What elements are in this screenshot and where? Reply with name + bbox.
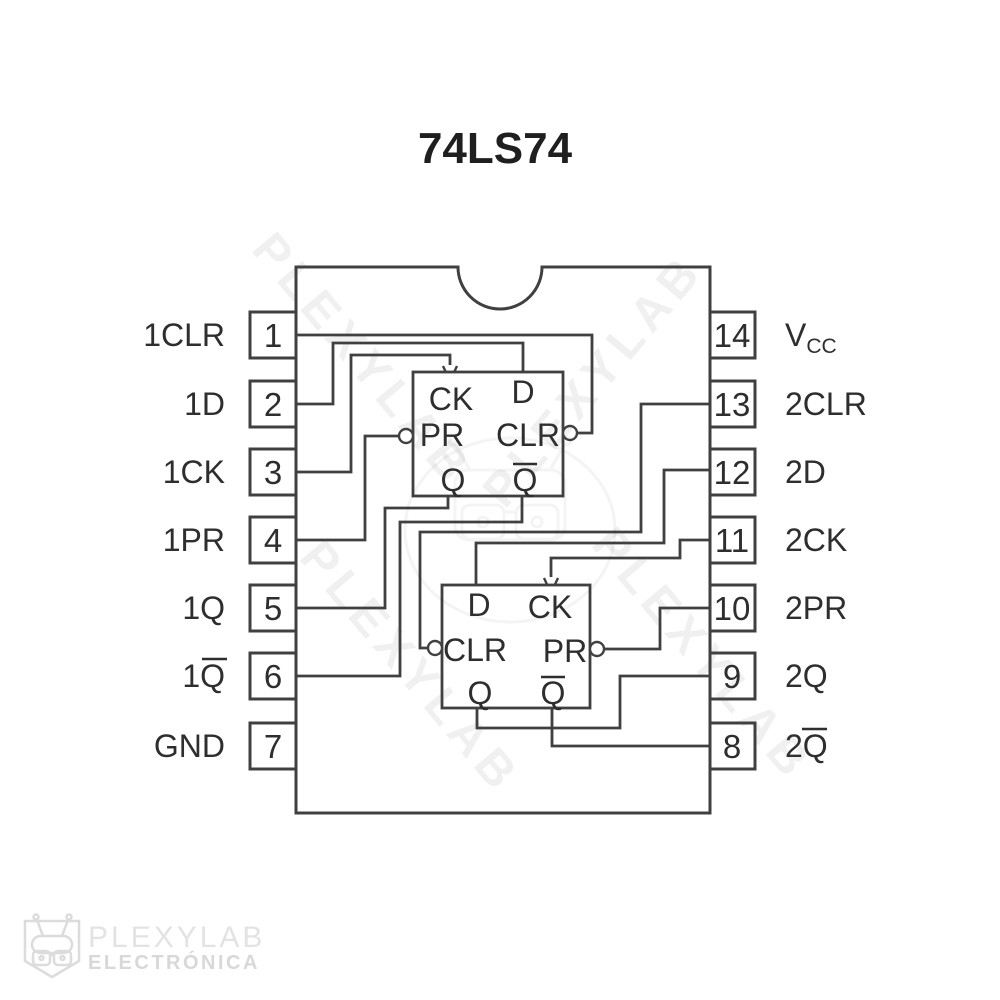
pin-number-12: 12	[714, 454, 751, 491]
inverter-bubble-2clr	[426, 639, 444, 657]
pin-number-11: 11	[715, 522, 749, 559]
pin-box-13	[708, 379, 757, 429]
watermark-text: PLEXYLAB	[582, 518, 823, 791]
pin-box-8	[708, 721, 757, 771]
inverter-bubble-1pr	[397, 427, 415, 445]
wire-2pr	[605, 606, 710, 651]
pin-label-1ck: 1CK	[163, 454, 225, 490]
pin-box-4	[248, 515, 298, 565]
ff2-d-label: D	[467, 587, 490, 623]
inverter-bubble-1clr	[561, 424, 579, 442]
ff2-pr-label: PR	[543, 633, 587, 669]
ff2-ck-label: CK	[528, 589, 572, 625]
left-pins: 1 2 3 4 5 6 7 1CLR 1D 1CK 1PR 1Q 1Q GND	[143, 310, 298, 771]
pin-label-2clr: 2CLR	[785, 386, 867, 422]
wire-1ck	[296, 353, 452, 474]
wire-1qbar	[296, 496, 524, 678]
ff1-clr-label: CLR	[496, 417, 560, 453]
brand-logo: PLEXYLAB ELECTRÓNICA	[23, 913, 265, 979]
wire-2d	[474, 468, 710, 585]
pin-box-14	[708, 310, 757, 360]
pin-box-7	[248, 721, 298, 771]
ff1-d-label: D	[511, 374, 534, 410]
pin-label-1q: 1Q	[182, 590, 225, 626]
inverter-bubble-2pr	[588, 640, 606, 658]
pin-box-1	[248, 310, 298, 360]
pin-number-7: 7	[264, 728, 282, 765]
wire-1q	[296, 496, 450, 610]
flipflop2-labels: D CK CLR PR Q Q	[443, 587, 587, 711]
brand-badge-icon	[23, 913, 81, 979]
ff2-qbar-label: Q	[541, 675, 566, 711]
pin-number-9: 9	[723, 658, 741, 695]
ic-body-outline	[294, 265, 712, 815]
wire-2clr	[418, 402, 710, 650]
wire-1d	[296, 341, 525, 406]
pin-label-2qbar: 2Q	[785, 728, 828, 764]
pin-number-10: 10	[714, 590, 751, 627]
pin-box-6	[248, 651, 298, 701]
wire-2q	[475, 674, 710, 730]
pin-label-1pr: 1PR	[163, 522, 225, 558]
pin-label-2pr: 2PR	[785, 590, 847, 626]
ff1-pr-label: PR	[420, 417, 464, 453]
ff1-qbar-label: Q	[513, 462, 538, 498]
pin-box-5	[248, 583, 298, 633]
pin-number-5: 5	[264, 590, 282, 627]
pin-number-1: 1	[264, 317, 282, 354]
vcc-v: V	[785, 317, 807, 353]
ff1-q-label: Q	[441, 462, 466, 498]
pin-box-10	[708, 583, 757, 633]
ff2-clr-label: CLR	[443, 632, 507, 668]
wire-2ck	[549, 538, 710, 577]
pin-number-3: 3	[264, 454, 282, 491]
watermark-layer: PLEXYLAB PLEXYLAB PLEXYLAB PLEXYLAB	[242, 223, 823, 804]
vcc-subscript: CC	[806, 335, 836, 358]
right-pins: 14 13 12 11 10 9 8 VCC 2CLR 2D 2CK 2PR 2…	[708, 310, 867, 771]
ff1-ck-label: CK	[429, 381, 473, 417]
robot-watermark-icon	[403, 435, 617, 624]
brand-subtitle: ELECTRÓNICA	[88, 950, 260, 974]
wire-1pr	[296, 434, 398, 542]
pin-box-11	[708, 515, 757, 565]
flipflop1-labels: CK D PR CLR Q Q	[420, 374, 560, 498]
brand-name: PLEXYLAB	[88, 921, 265, 954]
pin-number-13: 13	[714, 386, 751, 423]
pin-number-8: 8	[723, 728, 741, 765]
pin-label-gnd: GND	[154, 728, 225, 764]
pin-label-1d: 1D	[184, 386, 225, 422]
pin-box-12	[708, 447, 757, 497]
ff2-q-label: Q	[468, 675, 493, 711]
pin-number-4: 4	[264, 522, 282, 559]
wire-1clr	[296, 333, 594, 435]
pin-label-1clr: 1CLR	[143, 317, 225, 353]
pin-number-14: 14	[714, 317, 751, 354]
pin-box-2	[248, 379, 298, 429]
flipflop2-box	[440, 583, 592, 710]
internal-wires	[296, 333, 710, 748]
pin-label-vcc: VCC	[785, 317, 837, 358]
pin-box-9	[708, 651, 757, 701]
pin-label-2d: 2D	[785, 454, 826, 490]
pin-number-6: 6	[264, 658, 282, 695]
pin-box-3	[248, 447, 298, 497]
pin-label-1qbar: 1Q	[182, 658, 225, 694]
page-title: 74LS74	[418, 124, 573, 173]
pin-label-2q: 2Q	[785, 658, 828, 694]
pin-label-2ck: 2CK	[785, 522, 847, 558]
wire-2qbar	[550, 708, 710, 748]
pin-number-2: 2	[264, 386, 282, 423]
